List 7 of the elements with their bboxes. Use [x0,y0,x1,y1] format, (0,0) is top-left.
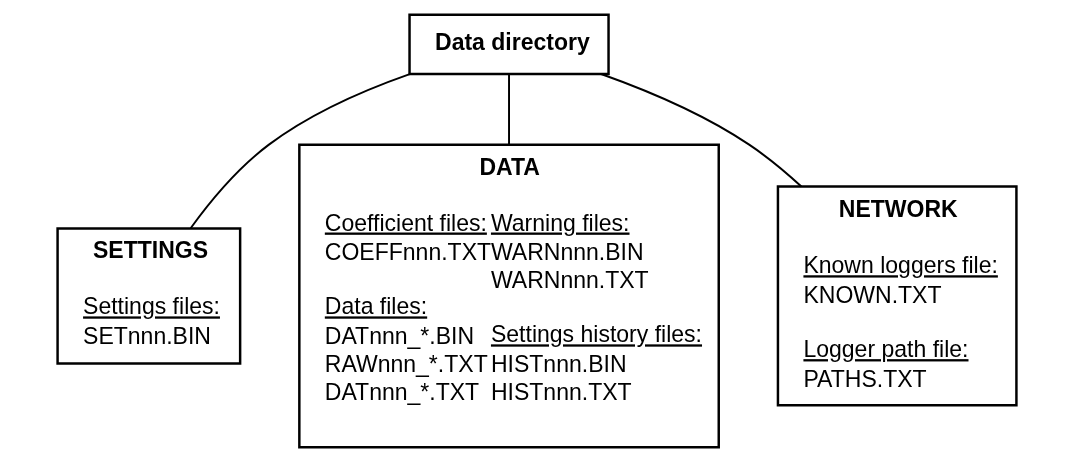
connector [189,73,411,230]
node-box: NETWORK Known loggers file: KNOWN.TXT Logger path file: PATHS.TXT [776,185,1018,407]
node-box: DATA Coefficient files: Warning files: COEFFnnn.TXTWARNnnn.BIN WARNnnn.TXT Data files: DATnnn_*.BIN Settings history files: RAWnnn_*.TXT HISTnnn.BIN DATnnn_*.TXT HISTnnn.TXT [297,143,720,449]
connector [599,73,802,188]
node-box: Data directory [407,13,610,76]
connector [507,73,510,146]
node-box: SETTINGS Settings files: SETnnn.BIN [55,227,241,365]
